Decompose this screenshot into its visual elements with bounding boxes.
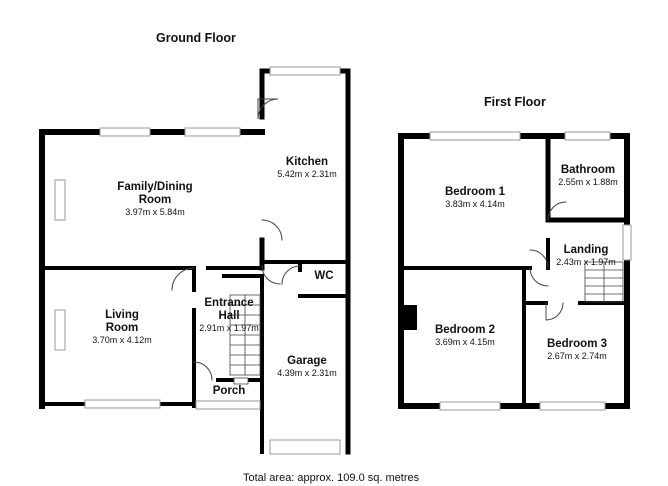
porch-name: Porch: [212, 385, 246, 397]
garage-label: Garage 4.39m x 2.31m: [268, 355, 346, 379]
first-windows: [429, 131, 632, 411]
ground-floor-plan: [39, 66, 351, 455]
living-name: Living Room: [105, 309, 139, 335]
ground-floor-title: Ground Floor: [156, 31, 236, 45]
ground-stairs: [229, 294, 261, 385]
family-dining-label: Family/Dining Room 3.97m x 5.84m: [100, 181, 210, 218]
bedroom3-dims: 2.67m x 2.74m: [547, 351, 607, 362]
chimney: [401, 305, 417, 330]
bedroom3-name: Bedroom 3: [546, 338, 608, 350]
entrance-hall-label: Entrance Hall 2.91m x 1.97m: [196, 297, 262, 334]
bedroom2-dims: 3.69m x 4.15m: [435, 337, 495, 348]
bedroom1-dims: 3.83m x 4.14m: [445, 199, 505, 210]
bedroom3-wall: [522, 266, 629, 406]
first-floor-title: First Floor: [484, 95, 546, 109]
bedroom2-name: Bedroom 2: [434, 324, 496, 336]
bathroom-label: Bathroom 2.55m x 1.88m: [552, 164, 624, 188]
first-door-swings: [529, 201, 567, 321]
door-swings: [171, 98, 301, 381]
bathroom-name: Bathroom: [560, 164, 616, 176]
wc-label: WC: [304, 270, 344, 283]
kitchen-label: Kitchen 5.42m x 2.31m: [268, 156, 346, 180]
first-floor-plan: [398, 131, 632, 411]
living-label: Living Room 3.70m x 4.12m: [86, 309, 158, 346]
kitchen-name: Kitchen: [285, 156, 329, 168]
bedroom3-label: Bedroom 3 2.67m x 2.74m: [534, 338, 620, 362]
entrance-hall-name: Entrance Hall: [204, 297, 254, 323]
first-stairs: [584, 261, 624, 303]
family-dining-name: Family/Dining Room: [117, 181, 193, 207]
landing-label: Landing 2.43m x 1.97m: [550, 244, 622, 268]
windows: [54, 66, 341, 455]
bedroom1-label: Bedroom 1 3.83m x 4.14m: [430, 186, 520, 210]
living-dims: 3.70m x 4.12m: [92, 335, 152, 346]
landing-name: Landing: [563, 244, 609, 256]
bedroom2-label: Bedroom 2 3.69m x 4.15m: [420, 324, 510, 348]
wc-name: WC: [314, 270, 334, 282]
family-dining-dims: 3.97m x 5.84m: [125, 207, 185, 218]
total-area: Total area: approx. 109.0 sq. metres: [243, 472, 420, 484]
landing-dims: 2.43m x 1.97m: [556, 257, 616, 268]
entrance-hall-dims: 2.91m x 1.97m: [199, 323, 259, 334]
bathroom-dims: 2.55m x 1.88m: [558, 177, 618, 188]
kitchen-dims: 5.42m x 2.31m: [277, 169, 337, 180]
porch-label: Porch: [200, 385, 258, 398]
bedroom1-name: Bedroom 1: [444, 186, 506, 198]
bathroom-wall: [545, 133, 630, 223]
garage-dims: 4.39m x 2.31m: [277, 368, 337, 379]
garage-name: Garage: [287, 355, 327, 367]
bedroom1-wall: [399, 238, 550, 270]
